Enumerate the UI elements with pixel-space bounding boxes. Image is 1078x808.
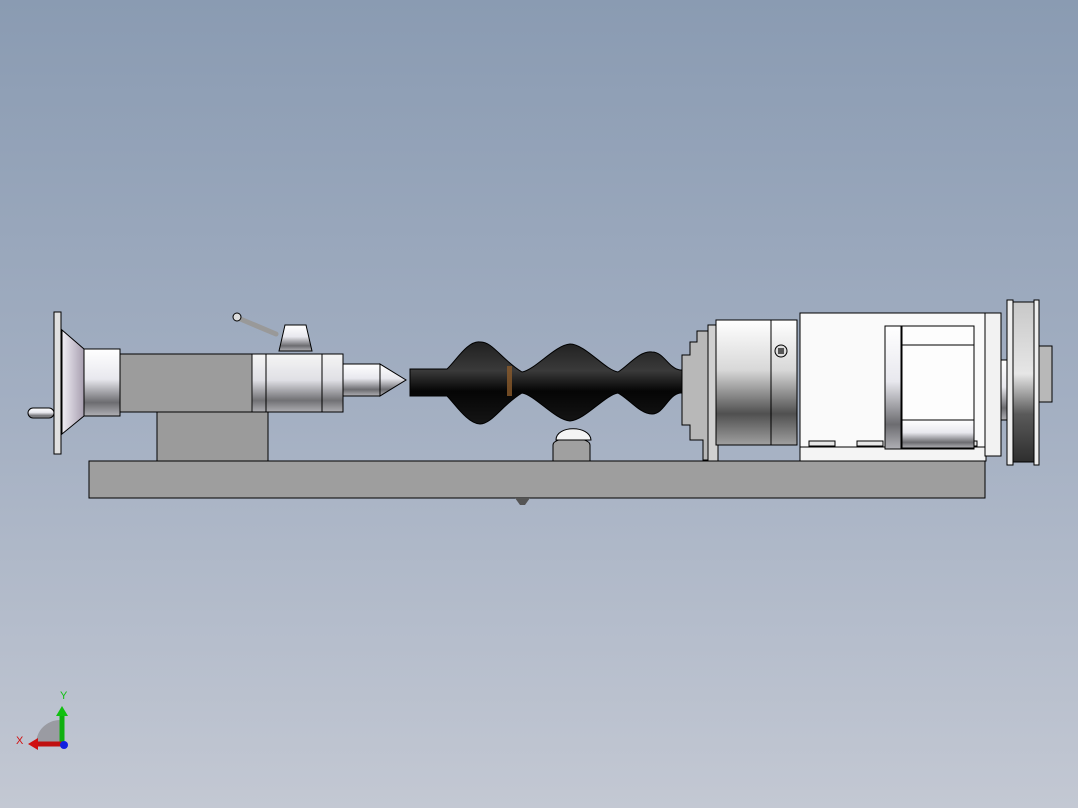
lock-lever[interactable] (235, 315, 279, 337)
handwheel-handle[interactable] (27, 407, 55, 419)
stepper-motor[interactable] (884, 312, 1002, 457)
drive-pulley[interactable] (1000, 299, 1053, 466)
z-axis-icon (60, 741, 68, 749)
lathe-bed[interactable] (88, 460, 986, 505)
chuck[interactable] (681, 319, 798, 462)
x-axis-label: X (16, 735, 24, 747)
tailstock[interactable] (27, 311, 344, 462)
live-center (342, 363, 407, 397)
y-axis-label: Y (60, 690, 68, 702)
tool-rest[interactable] (552, 428, 592, 462)
axis-triad: Y X (16, 690, 68, 750)
workpiece[interactable] (409, 341, 711, 425)
